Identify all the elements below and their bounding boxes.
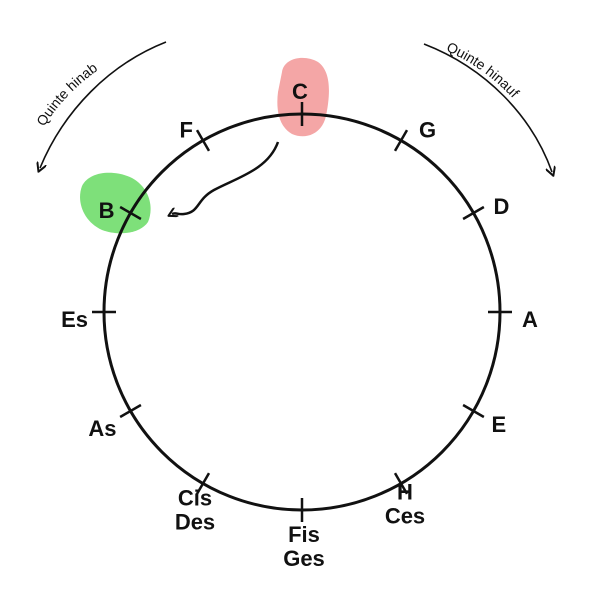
note-name-h-ces-0: H — [397, 479, 413, 504]
tick-f — [195, 129, 211, 152]
note-label-f: F — [180, 118, 193, 143]
note-name-es-0: Es — [61, 307, 88, 332]
arc-fifth-down — [40, 41, 167, 168]
note-label-a: A — [522, 307, 538, 332]
note-name-e-0: E — [491, 412, 506, 437]
note-label-g: G — [419, 118, 436, 143]
note-name-b-0: B — [99, 198, 115, 223]
tick-b — [119, 205, 142, 221]
note-name-g-0: G — [419, 118, 436, 143]
arc-up-label: Quinte hinauf — [444, 39, 522, 101]
note-label-e: E — [491, 412, 506, 437]
note-label-es: Es — [61, 307, 88, 332]
note-name-cis-des-1: Des — [175, 509, 215, 534]
note-name-d-0: D — [493, 194, 509, 219]
transposition-arrow — [172, 141, 280, 214]
note-label-as: As — [88, 416, 116, 441]
tick-g — [393, 129, 409, 152]
note-label-d: D — [493, 194, 509, 219]
note-name-f-0: F — [180, 118, 193, 143]
tick-as — [119, 403, 142, 419]
tick-cis-des — [195, 472, 211, 495]
tick-marks — [92, 102, 512, 522]
note-label-b: B — [99, 198, 115, 223]
tick-h-ces — [393, 472, 409, 495]
arc-down-caption: Quinte hinab — [33, 59, 100, 128]
arc-down-label: Quinte hinab — [33, 59, 100, 128]
note-name-as-0: As — [88, 416, 116, 441]
circle-outline — [102, 112, 502, 512]
note-name-c-0: C — [292, 79, 308, 104]
highlight-target-note — [80, 172, 151, 234]
note-name-a-0: A — [522, 307, 538, 332]
arc-fifth-up — [423, 43, 552, 172]
note-name-fis-ges-1: Ges — [283, 546, 325, 571]
arc-up-caption: Quinte hinauf — [444, 39, 522, 101]
note-name-fis-ges-0: Fis — [288, 522, 320, 547]
tick-d — [462, 205, 485, 221]
note-label-c: C — [292, 79, 308, 104]
note-name-h-ces-1: Ces — [385, 503, 425, 528]
tick-e — [462, 403, 485, 419]
highlight-start-note — [277, 57, 329, 137]
note-name-cis-des-0: Cis — [178, 485, 212, 510]
